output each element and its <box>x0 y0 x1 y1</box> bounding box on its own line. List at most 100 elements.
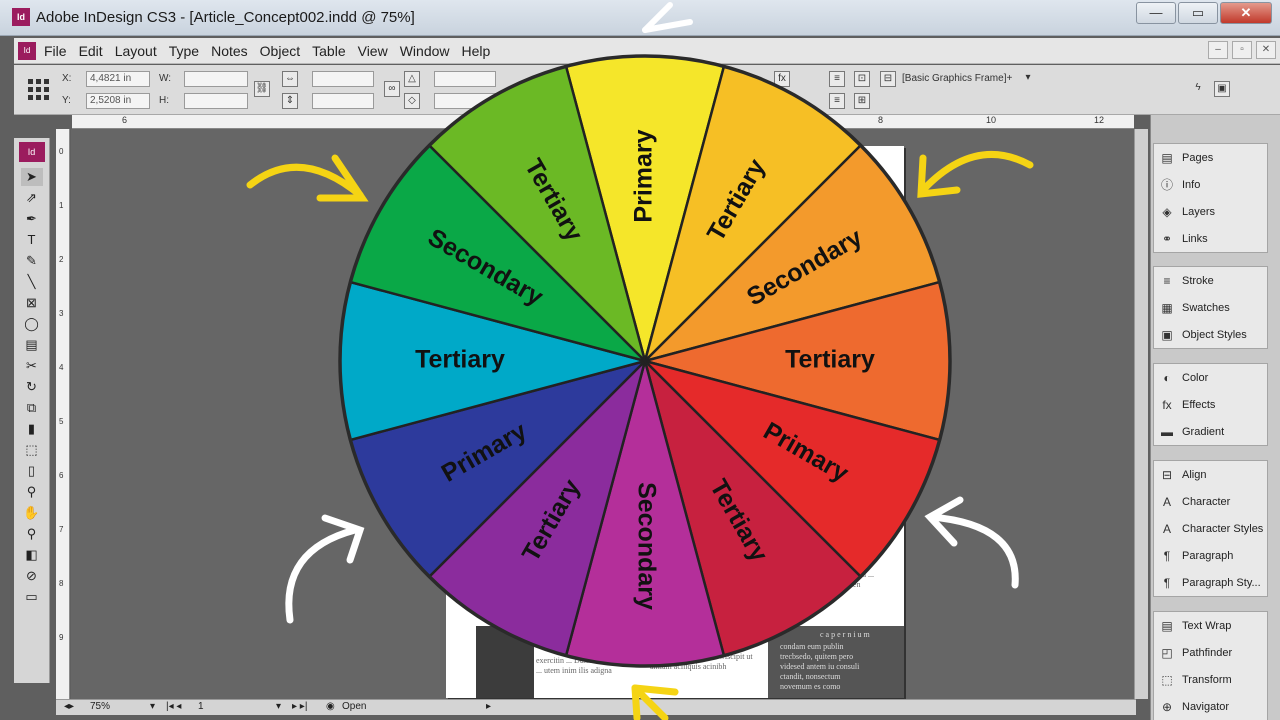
doc-restore-icon[interactable]: ▫ <box>1232 41 1252 59</box>
panel-item-navigator[interactable]: ⊕Navigator <box>1154 693 1267 720</box>
panel-item-pages[interactable]: ▤Pages <box>1154 144 1267 171</box>
lightning-icon[interactable]: ϟ <box>1195 82 1201 93</box>
scissors-tool-icon[interactable]: ✂ <box>26 358 37 373</box>
gradient-tool-icon[interactable]: ▮ <box>27 421 36 436</box>
type-tool-icon[interactable]: T <box>27 232 36 247</box>
menu-file[interactable]: File <box>44 43 67 59</box>
panel-item-paragraph-sty[interactable]: ¶Paragraph Sty... <box>1154 569 1267 596</box>
pencil-tool-icon[interactable]: ✎ <box>26 253 37 268</box>
align-center-icon[interactable]: ≡ <box>829 93 845 109</box>
fx-icon[interactable]: fx <box>774 71 790 87</box>
w-field[interactable] <box>184 71 248 87</box>
ellipse-tool-icon[interactable]: ◯ <box>24 316 39 331</box>
status-nav-icon[interactable]: ◂▸ <box>64 701 75 712</box>
panel-item-layers[interactable]: ◈Layers <box>1154 198 1267 225</box>
reference-point-icon[interactable] <box>28 79 50 101</box>
menu-table[interactable]: Table <box>312 43 346 59</box>
body-text-col1: exercitin ... Duisim enit ... utem inim … <box>536 656 612 675</box>
vertical-scrollbar[interactable] <box>1134 129 1148 699</box>
page-number[interactable]: 1 <box>198 701 204 712</box>
pen-tool-icon[interactable]: ✒ <box>26 211 37 226</box>
bridge-icon[interactable]: ▣ <box>1214 81 1230 97</box>
panel-item-align[interactable]: ⊟Align <box>1154 461 1267 488</box>
menu-help[interactable]: Help <box>461 43 491 59</box>
panel-item-label: Transform <box>1182 673 1232 686</box>
document-icon[interactable]: Id <box>18 42 36 60</box>
restore-icon[interactable]: ▭ <box>1178 2 1218 24</box>
chain-icon[interactable]: ∞ <box>384 81 400 97</box>
wheel-segment-label: Tertiary <box>415 346 505 374</box>
apply-none-icon[interactable]: ⊘ <box>26 568 37 583</box>
menu-notes[interactable]: Notes <box>211 43 248 59</box>
rotate-tool-icon[interactable]: ↻ <box>26 379 37 394</box>
panel-item-paragraph[interactable]: ¶Paragraph <box>1154 542 1267 569</box>
close-icon[interactable]: ✕ <box>1220 2 1272 24</box>
menu-edit[interactable]: Edit <box>78 43 103 59</box>
zoom-level[interactable]: 75% <box>90 701 111 712</box>
panel-item-color[interactable]: ◐Color <box>1154 364 1267 391</box>
menu-layout[interactable]: Layout <box>114 43 157 59</box>
zoom-tool-icon[interactable]: ⚲ <box>26 526 37 541</box>
vertical-ruler[interactable]: 0 1 2 3 4 5 6 7 8 9 <box>56 129 70 699</box>
selection-tool-icon[interactable]: ➤ <box>20 168 43 186</box>
note-tool-icon[interactable]: ▯ <box>27 463 36 478</box>
fit-content-icon[interactable]: ⊞ <box>854 93 870 109</box>
panel-item-gradient[interactable]: ▬Gradient <box>1154 418 1267 445</box>
white-arrow-icon <box>924 496 1019 589</box>
panel-item-stroke[interactable]: ≡Stroke <box>1154 267 1267 294</box>
scale-tool-icon[interactable]: ⧉ <box>26 400 37 415</box>
menu-window[interactable]: Window <box>399 43 450 59</box>
paragraph-icon: ¶ <box>1163 548 1171 563</box>
direct-selection-tool-icon[interactable]: ⇗ <box>26 190 37 205</box>
page-dropdown-icon[interactable]: ▾ <box>276 701 282 712</box>
align-left-icon[interactable]: ≡ <box>829 71 845 87</box>
rotate-field[interactable] <box>434 71 496 87</box>
minimize-icon[interactable]: — <box>1136 2 1176 24</box>
next-page-icon[interactable]: ▸ ▸| <box>292 701 308 712</box>
first-page-icon[interactable]: |◂ ◂ <box>166 701 182 712</box>
screen-mode-icon[interactable]: ▭ <box>25 589 38 604</box>
h-field[interactable] <box>184 93 248 109</box>
scale-y-icon[interactable]: ⇕ <box>282 93 298 109</box>
scale-x-icon[interactable]: ⇔ <box>282 71 298 87</box>
status-menu-icon[interactable]: ▸ <box>486 701 492 712</box>
fit-frame-icon[interactable]: ⊡ <box>854 71 870 87</box>
menu-type[interactable]: Type <box>168 43 200 59</box>
panel-item-pathfinder[interactable]: ◰Pathfinder <box>1154 639 1267 666</box>
doc-close-icon[interactable]: ✕ <box>1256 41 1276 59</box>
rotate-icon[interactable]: △ <box>404 71 420 87</box>
panel-item-links[interactable]: ⚭Links <box>1154 225 1267 252</box>
line-tool-icon[interactable]: ╲ <box>27 274 36 289</box>
panel-item-label: Align <box>1182 468 1207 481</box>
eyedropper-tool-icon[interactable]: ⚲ <box>26 484 37 499</box>
y-field[interactable]: 2,5208 in <box>86 93 150 109</box>
scale-y-field[interactable] <box>312 93 374 109</box>
panel-item-transform[interactable]: ⬚Transform <box>1154 666 1267 693</box>
menu-object[interactable]: Object <box>259 43 301 59</box>
dropdown-arrow-icon[interactable]: ▾ <box>1025 72 1031 83</box>
panel-item-label: Navigator <box>1182 700 1230 713</box>
doc-minimize-icon[interactable]: – <box>1208 41 1228 59</box>
hand-tool-icon[interactable]: ✋ <box>23 505 40 520</box>
shear-icon[interactable]: ◇ <box>404 93 420 109</box>
fill-stroke-icon[interactable]: ◧ <box>25 547 38 562</box>
rectangle-frame-tool-icon[interactable]: ⊠ <box>26 295 37 310</box>
panel-item-object-styles[interactable]: ▣Object Styles <box>1154 321 1267 348</box>
button-tool-icon[interactable]: ▤ <box>25 337 38 352</box>
object-style-dropdown[interactable]: [Basic Graphics Frame]+ <box>902 73 1013 84</box>
menu-view[interactable]: View <box>357 43 388 59</box>
panel-item-swatches[interactable]: ▦Swatches <box>1154 294 1267 321</box>
zoom-dropdown-icon[interactable]: ▾ <box>150 701 156 712</box>
window-title: Adobe InDesign CS3 - [Article_Concept002… <box>36 9 415 26</box>
free-transform-tool-icon[interactable]: ⬚ <box>25 442 38 457</box>
white-arrow-icon <box>285 514 365 624</box>
object-style-icon[interactable]: ⊟ <box>880 71 896 87</box>
panel-item-text-wrap[interactable]: ▤Text Wrap <box>1154 612 1267 639</box>
scale-x-field[interactable] <box>312 71 374 87</box>
constrain-proportions-icon[interactable]: ⛓ <box>254 81 270 97</box>
x-field[interactable]: 4,4821 in <box>86 71 150 87</box>
